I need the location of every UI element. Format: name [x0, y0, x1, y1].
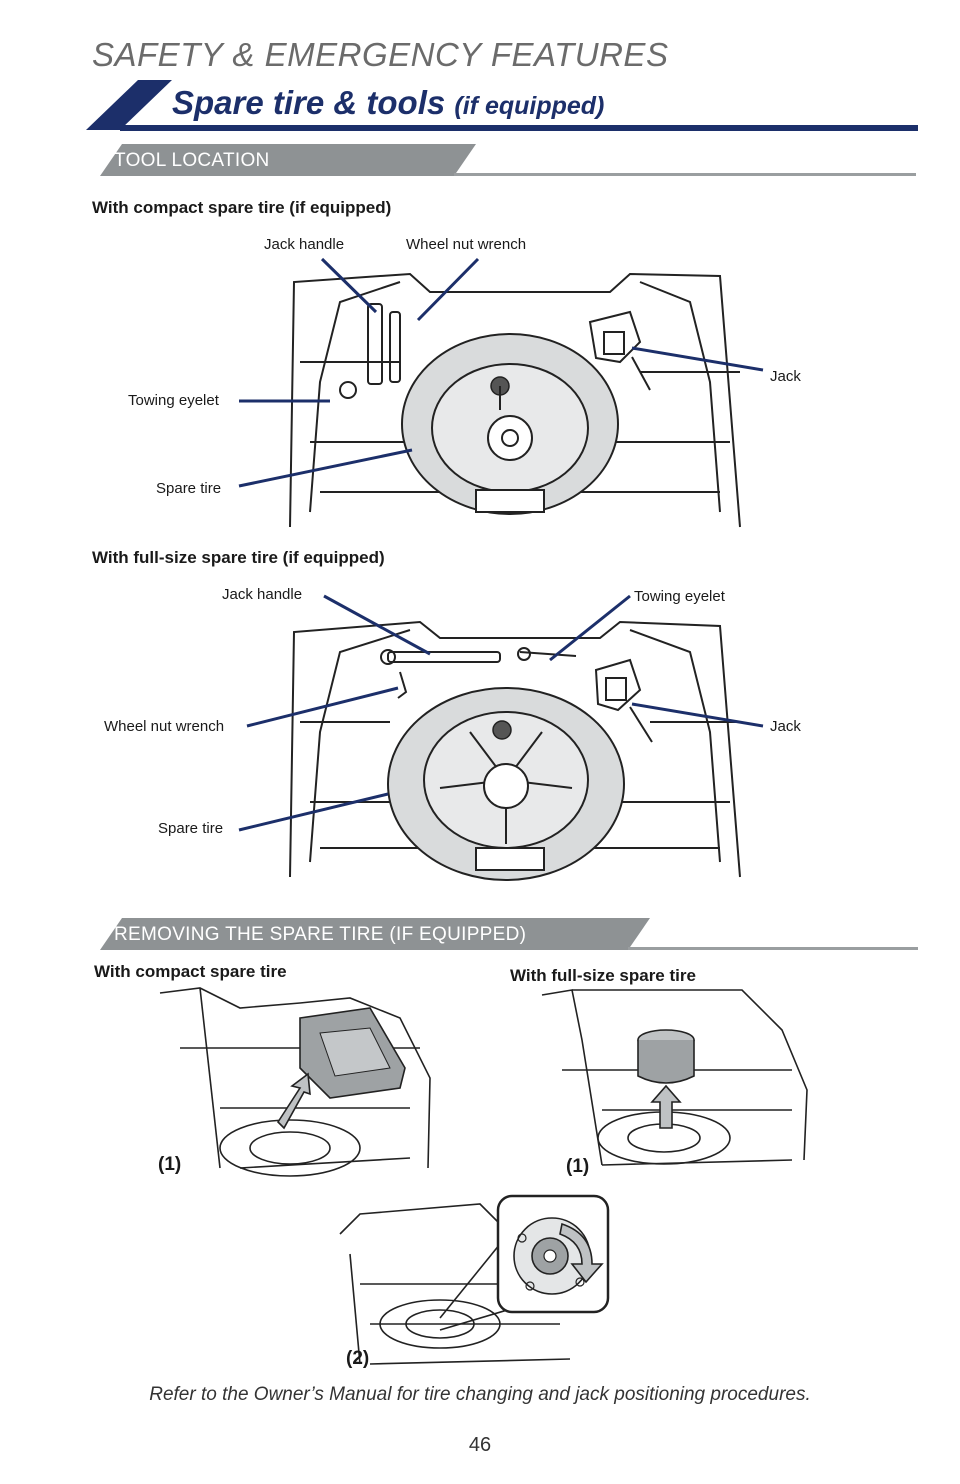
- fullsize-label-spare-tire: Spare tire: [158, 820, 224, 837]
- page-title-main: Spare tire & tools: [172, 84, 446, 121]
- compact-label-jack-handle: Jack handle: [264, 236, 345, 253]
- fullsize-label-jack: Jack: [770, 718, 801, 735]
- compact-label-towing-eyelet: Towing eyelet: [128, 392, 219, 409]
- tool-location-label: TOOL LOCATION: [114, 150, 270, 171]
- removing-compact-heading: With compact spare tire: [94, 962, 287, 981]
- removing-fullsize-heading: With full-size spare tire: [510, 966, 696, 985]
- removing-step1-left: (1): [158, 1154, 182, 1175]
- fullsize-label-wheel-nut-wrench: Wheel nut wrench: [104, 718, 225, 735]
- removing-fullsize-illustration: [541, 989, 808, 1166]
- fullsize-trunk-diagram: [289, 620, 741, 881]
- section-title: SAFETY & EMERGENCY FEATURES: [92, 36, 669, 73]
- page-number: 46: [468, 1434, 492, 1456]
- removing-compact-illustration: [159, 987, 431, 1177]
- fullsize-label-jack-handle: Jack handle: [222, 586, 303, 603]
- footer-note: Refer to the Owner’s Manual for tire cha…: [149, 1384, 811, 1405]
- page-header: [0, 0, 960, 140]
- removing-step2-illustration: [339, 1194, 610, 1365]
- removing-step1-right: (1): [566, 1156, 590, 1177]
- compact-tools-heading: With compact spare tire (if equipped): [92, 198, 392, 217]
- fullsize-tools-heading: With full-size spare tire (if equipped): [92, 548, 385, 567]
- page-title-sub: (if equipped): [454, 92, 605, 120]
- compact-trunk-diagram: [289, 272, 741, 528]
- compact-label-wheel-nut-wrench: Wheel nut wrench: [406, 236, 527, 253]
- fullsize-label-towing-eyelet: Towing eyelet: [634, 588, 725, 605]
- compact-label-spare-tire: Spare tire: [156, 480, 222, 497]
- removing-label: REMOVING THE SPARE TIRE (IF EQUIPPED): [114, 924, 527, 945]
- page-title: Spare tire & tools (if equipped): [172, 84, 604, 122]
- compact-label-jack: Jack: [770, 368, 801, 385]
- removing-step2: (2): [346, 1348, 370, 1369]
- header-graphic: [86, 80, 918, 131]
- compact-callout-lines: [238, 257, 764, 488]
- removing-band: [100, 918, 918, 950]
- fullsize-callout-lines: [238, 594, 764, 832]
- tool-location-band: [100, 144, 916, 176]
